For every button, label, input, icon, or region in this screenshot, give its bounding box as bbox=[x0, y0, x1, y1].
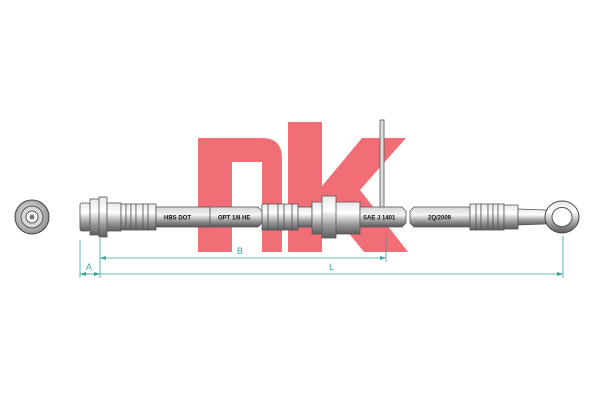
left-fitting bbox=[79, 196, 157, 238]
print-hbs-dot: HBS DOT bbox=[164, 216, 191, 222]
print-sae: SAE J 1401 bbox=[363, 216, 396, 222]
right-fitting bbox=[469, 203, 547, 231]
hose-segment-3 bbox=[359, 206, 407, 228]
hose-prints: HBS DOT OPT 1/8 HE SAE J 1401 2Q/2009 bbox=[164, 216, 452, 222]
dimension-b-label: B bbox=[237, 246, 243, 256]
print-date: 2Q/2009 bbox=[428, 216, 452, 222]
nk-logo bbox=[198, 122, 408, 252]
end-view-fitting bbox=[14, 199, 50, 235]
print-opt: OPT 1/8 HE bbox=[218, 216, 250, 222]
dimension-a-label: A bbox=[86, 262, 92, 272]
middle-bracket bbox=[261, 119, 385, 239]
dimension-l-label: L bbox=[329, 262, 334, 272]
banjo-eye bbox=[544, 200, 580, 234]
dimension-lines bbox=[79, 236, 564, 278]
